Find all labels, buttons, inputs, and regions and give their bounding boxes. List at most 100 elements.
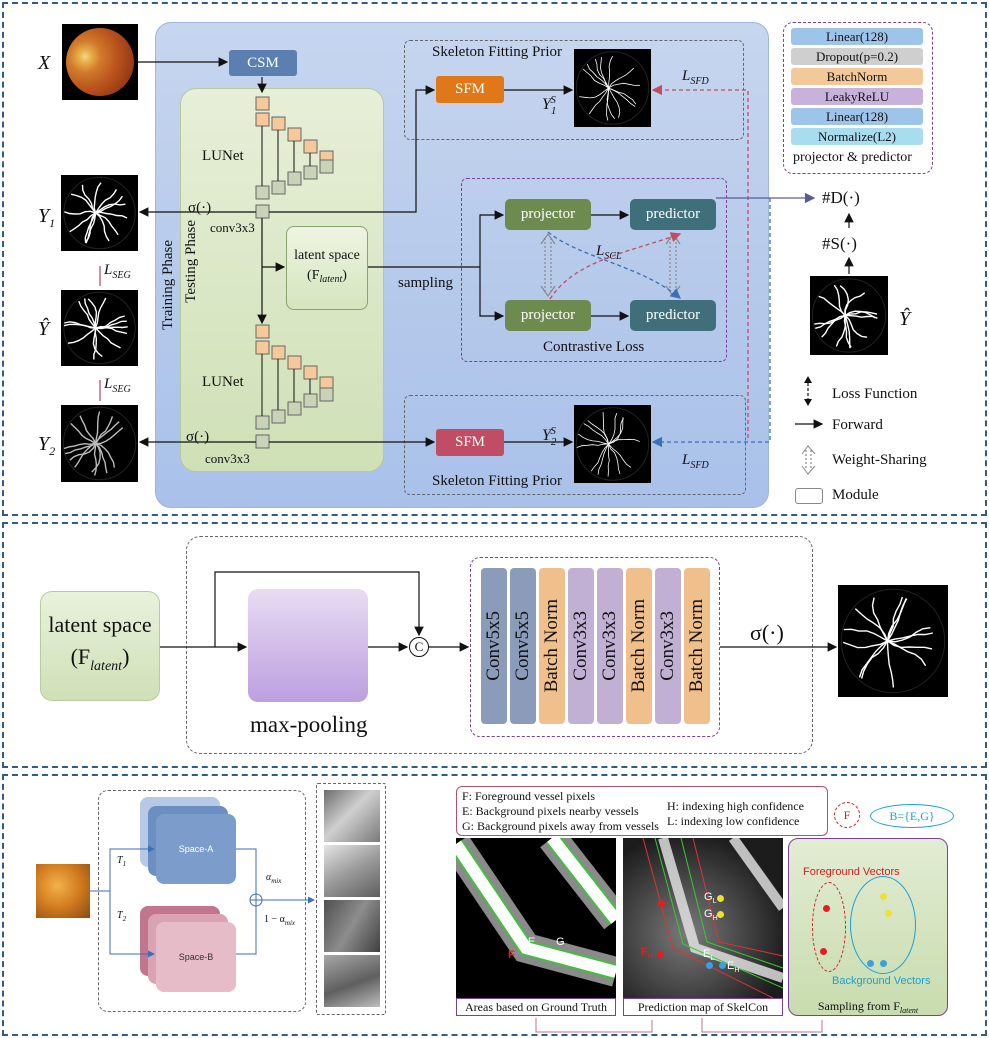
pred-caption: Prediction map of SkelCon: [623, 998, 783, 1016]
one-minus-alpha: 1 − α: [264, 914, 285, 925]
panel3-mix-arrows: [90, 845, 315, 958]
y1-image: [61, 175, 138, 251]
conv-stack-box: [470, 557, 720, 737]
skeleton-image-top: [574, 49, 651, 127]
projector-layer: Dropout(p=0.2): [791, 48, 923, 65]
projector-spec-box: [783, 22, 933, 174]
point-e: E: [528, 936, 536, 948]
s-function: #S(·): [822, 234, 857, 253]
point-el: E: [703, 948, 711, 960]
ys2-label: Y: [542, 427, 551, 445]
conv-layer: Conv3x3: [568, 568, 594, 724]
lunet-bottom-label: LUNet: [202, 374, 244, 390]
legend-f: F: Foreground vessel pixels: [462, 789, 595, 803]
d-function: #D(·): [822, 188, 860, 207]
lscl-label: L: [596, 243, 605, 259]
predictor-bottom: predictor: [630, 300, 716, 331]
sample-caption: Sampling from Flatent: [817, 998, 919, 1016]
vector-legend-box: [456, 786, 828, 836]
lseg-label-bottom: L: [104, 376, 113, 392]
skeleton-prior-bottom: [404, 395, 746, 495]
conv-layer: Conv3x3: [655, 568, 681, 724]
conv-bottom: conv3x3: [205, 451, 250, 466]
projector-layer: Linear(128): [791, 108, 923, 125]
legend-forward: Forward: [832, 417, 883, 433]
ys1-label: Y: [542, 96, 551, 114]
legend-g: G: Background pixels away from vessels: [462, 819, 659, 833]
input-patch: [36, 864, 90, 918]
point-gh: G: [704, 908, 713, 920]
legend-h: H: indexing high confidence: [667, 799, 804, 813]
lseg-label-top: L: [104, 262, 113, 278]
point-fh: F: [641, 946, 648, 958]
panel2-arrows: [160, 571, 838, 652]
sfm-top: SFM: [436, 76, 504, 103]
sigma-panel2: σ(·): [750, 620, 784, 645]
lsfd-bottom: L: [682, 452, 691, 468]
conv-layer: Conv3x3: [597, 568, 623, 724]
y1-label: Y: [38, 205, 50, 227]
conv-layer: Batch Norm: [626, 568, 652, 724]
lsfd-top: L: [682, 68, 691, 84]
csm-label: CSM: [247, 54, 279, 71]
legend-module: Module: [832, 487, 879, 503]
maxpool-label: max-pooling: [250, 712, 368, 737]
latent-space-box-2: latent space (Flatent): [40, 591, 160, 701]
projector-layer: Linear(128): [791, 28, 923, 45]
mixed-patch-2: [324, 845, 380, 897]
legend-e: E: Background pixels nearby vessels: [462, 804, 639, 818]
contrastive-loss-box: [461, 178, 727, 362]
panel-sfm-detail: [2, 522, 987, 768]
mixed-patch-3: [324, 900, 380, 952]
projector-layer: LeakyReLU: [791, 88, 923, 105]
point-f: F: [508, 949, 515, 961]
panel3-link-arrows: [535, 1018, 823, 1033]
contrastive-loss-label: Contrastive Loss: [543, 339, 645, 355]
x-label: X: [38, 52, 51, 74]
y2-image: [61, 405, 138, 482]
skeleton-image-bottom: [574, 405, 651, 483]
latent-space-box: latent space (Flatent): [286, 226, 368, 310]
alpha-mix: α: [266, 872, 272, 883]
yhat-image-left: [61, 290, 138, 366]
concat-node: C: [409, 637, 429, 657]
yhat-image-right: [810, 276, 888, 355]
space-a: Space-A: [156, 814, 236, 884]
legend-loss: Loss Function: [832, 386, 918, 402]
sfm-detail-box: [186, 536, 813, 754]
predictor-top: predictor: [630, 199, 716, 230]
conv-layer: Conv5x5: [481, 568, 507, 724]
projector-bottom: projector: [505, 300, 591, 331]
skeleton-prior-bottom-label: Skeleton Fitting Prior: [432, 473, 563, 489]
point-eh: E: [727, 960, 735, 972]
skeleton-prior-top-label: Skeleton Fitting Prior: [432, 44, 563, 60]
panel-architecture: [2, 2, 987, 516]
bg-vectors-label: Background Vectors: [832, 975, 931, 987]
sigma-bottom: σ(·): [186, 429, 210, 445]
mixed-patch-1: [324, 790, 380, 842]
conv-top: conv3x3: [210, 220, 255, 235]
t1-label: T: [117, 855, 123, 866]
y2-label: Y: [38, 433, 50, 455]
legend-module-swatch: [795, 488, 823, 504]
yhat-label-left: Ŷ: [38, 318, 50, 340]
ground-truth-map: [456, 838, 616, 998]
b-badge: B={E,G}: [870, 804, 954, 828]
maxpool-block: [248, 589, 368, 702]
panel1-arrows: [99, 57, 854, 475]
point-g: G: [556, 936, 565, 948]
mixed-patches-box: [316, 783, 386, 1015]
panel-sampling: [2, 774, 987, 1036]
mixing-box: [98, 790, 306, 1012]
projector-layer: Normalize(L2): [791, 128, 923, 145]
t2-label: T: [117, 910, 123, 921]
conv-layer: Batch Norm: [684, 568, 710, 724]
yhat-label-right: Ŷ: [899, 308, 911, 330]
legend-weight: Weight-Sharing: [832, 452, 927, 468]
latent-line1: latent space: [294, 247, 360, 263]
f-badge: F: [834, 802, 860, 828]
projector-top: projector: [505, 199, 591, 230]
gt-caption: Areas based on Ground Truth: [456, 998, 616, 1016]
sfm-output-image: [838, 585, 948, 697]
fundus-image: [62, 24, 138, 100]
